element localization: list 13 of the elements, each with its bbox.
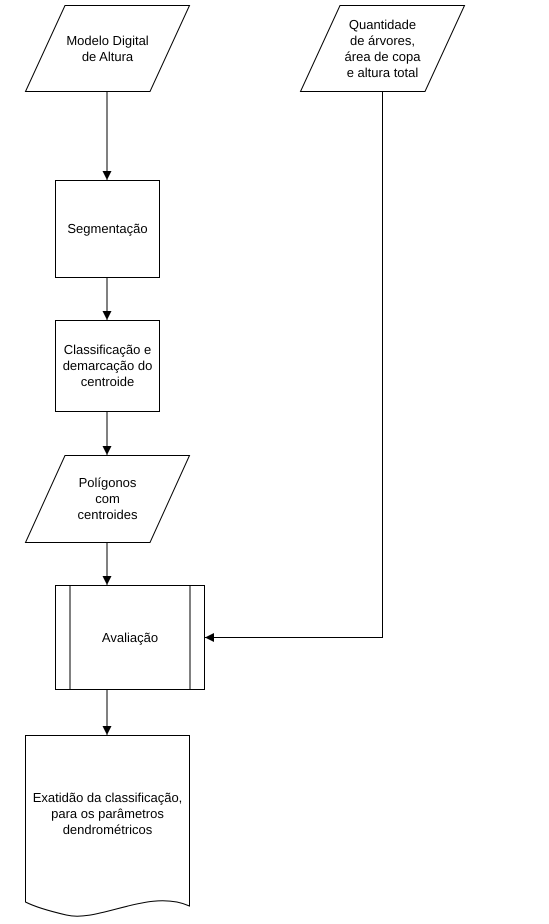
node-label: Quantidade de árvores, área de copa e altura total [344, 16, 422, 80]
arrow [102, 278, 112, 320]
arrow [102, 542, 112, 586]
node-label: Modelo Digital de Altura [65, 32, 150, 64]
node-label: Segmentação [67, 221, 148, 237]
node-label: Classificação e demarcação do centroide [62, 342, 154, 390]
node-label: Avaliação [102, 630, 158, 646]
arrow [102, 412, 112, 456]
node-label: Polígonos com centroides [76, 475, 138, 523]
node-label: Exatidão da classificação, para os parâmetros dendrométricos [32, 790, 184, 838]
arrow [102, 690, 112, 736]
arrow [102, 92, 112, 180]
arrow [204, 92, 383, 642]
